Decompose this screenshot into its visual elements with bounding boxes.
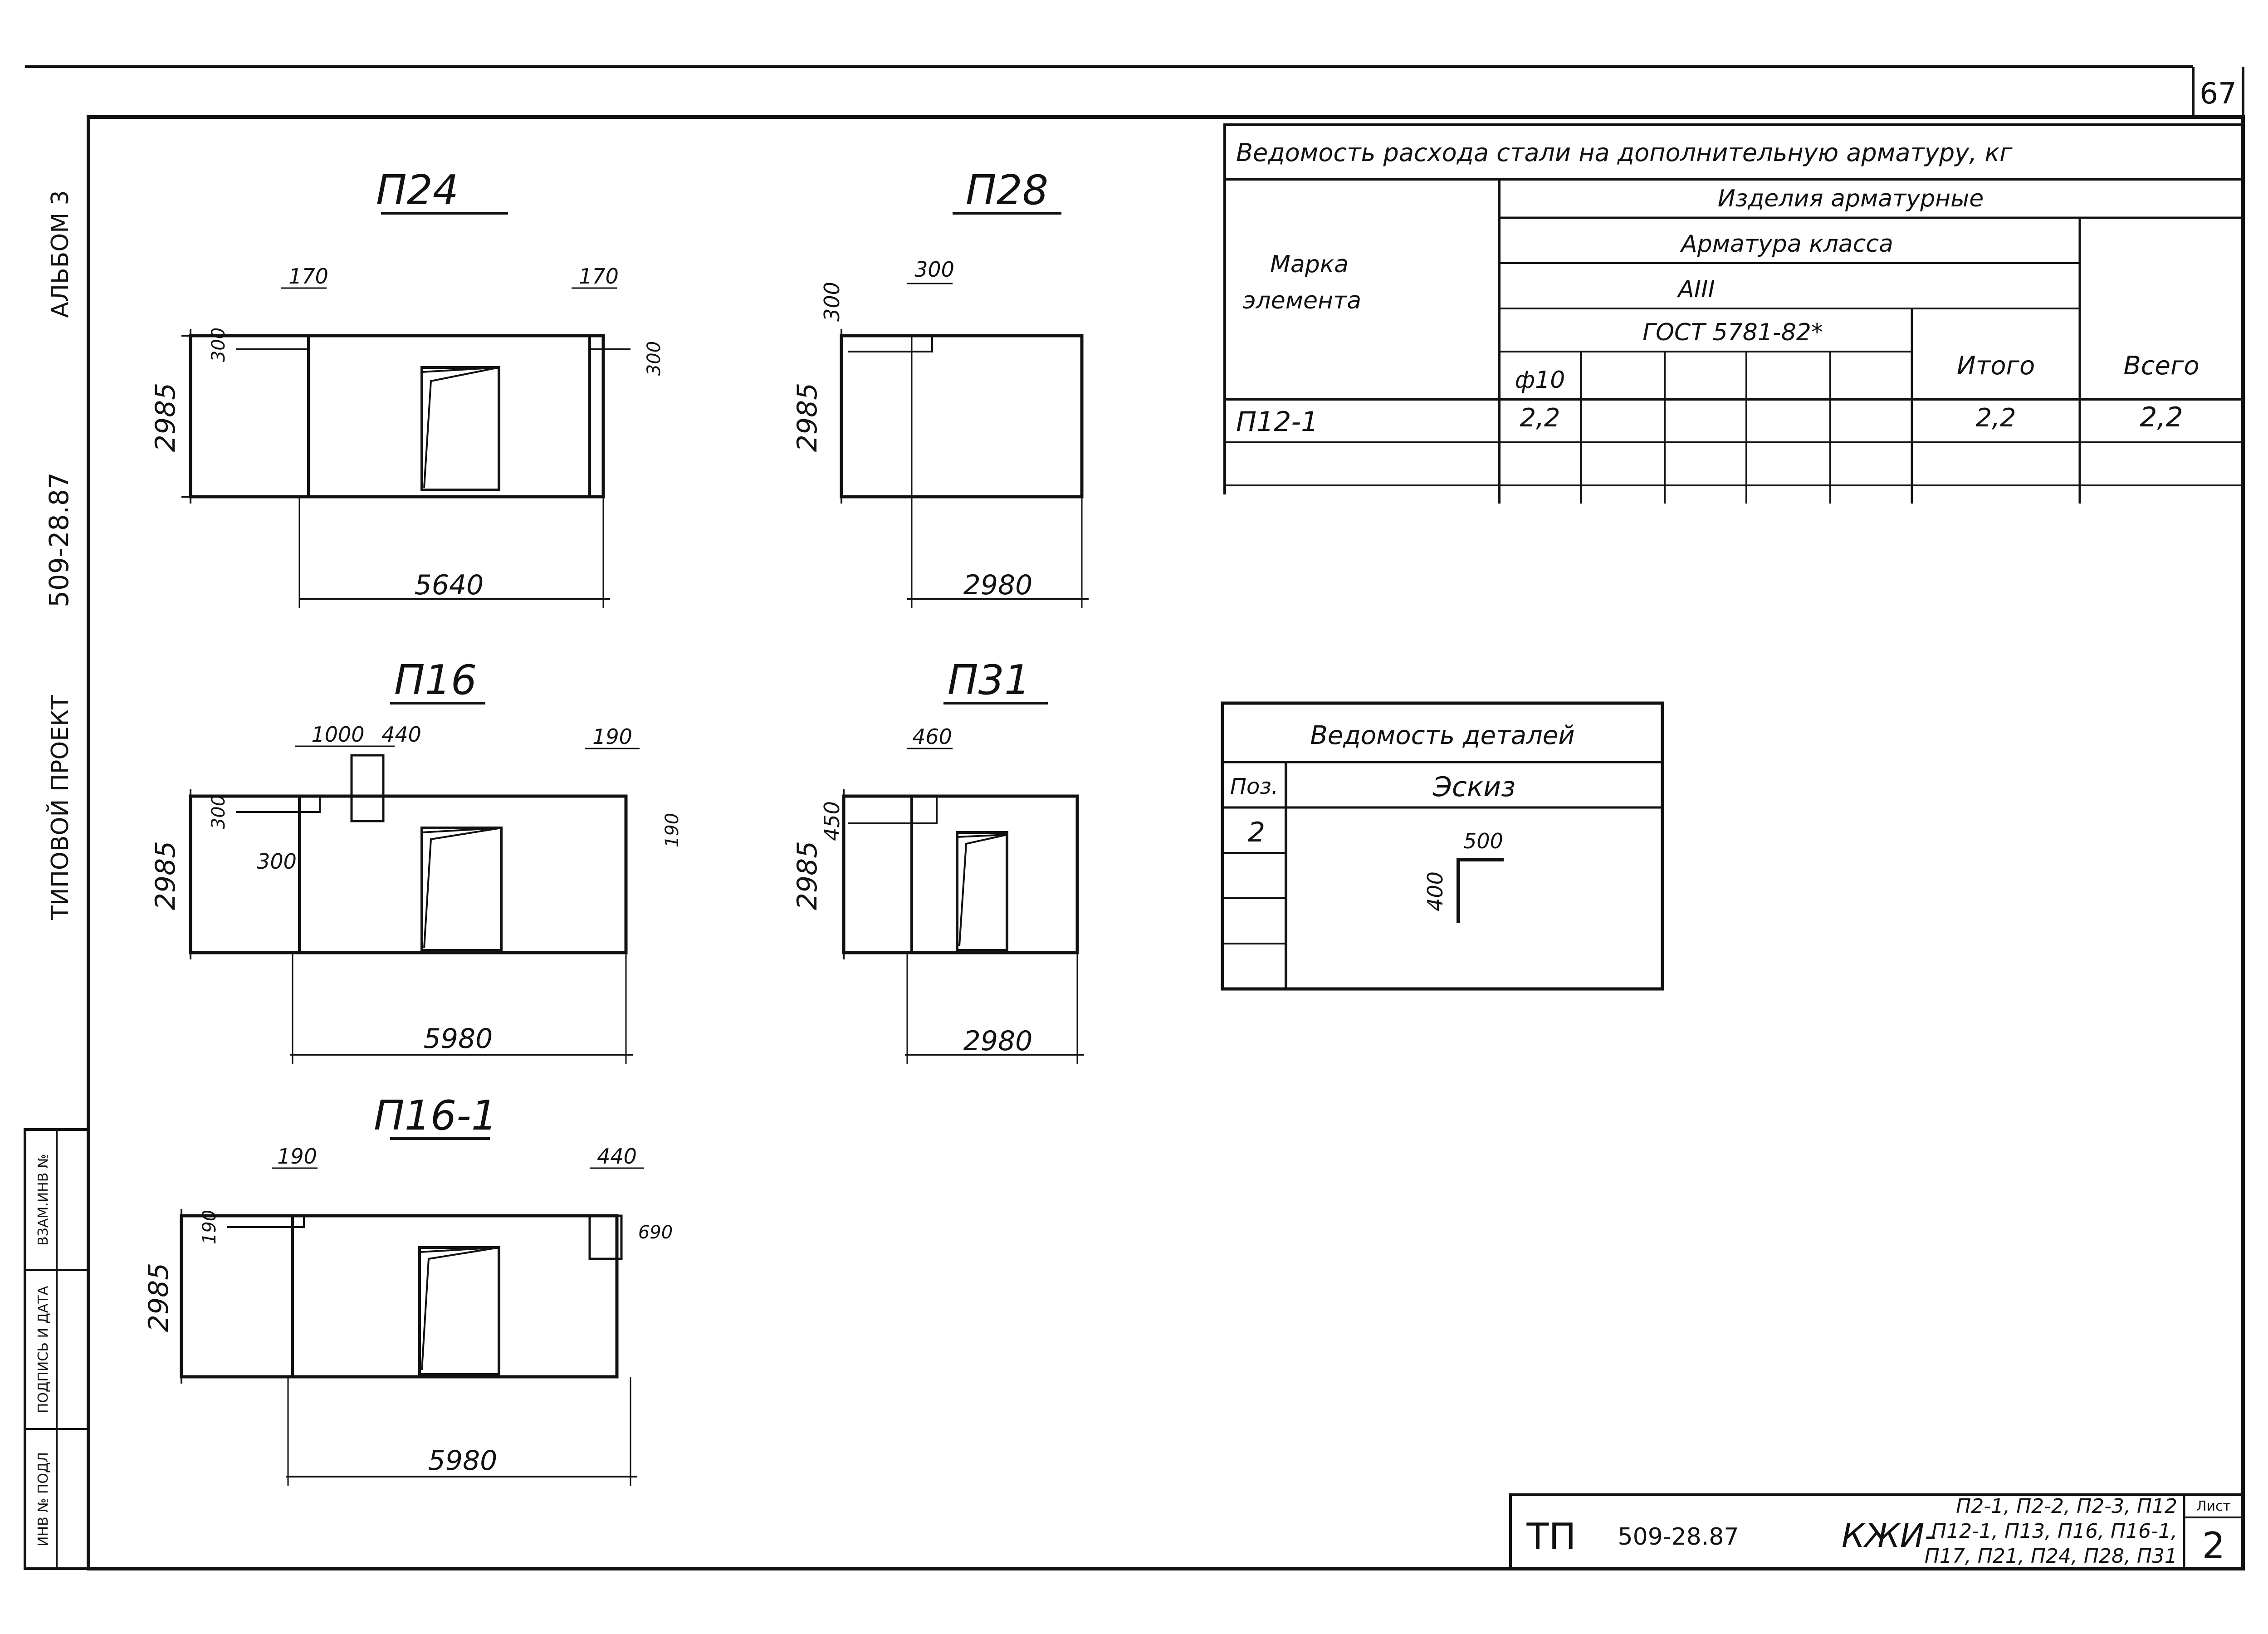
panel-height: 2985 [150, 383, 181, 452]
col-pos: Поз. [1230, 774, 1278, 799]
dim-a: 460 [912, 724, 952, 749]
dim-a: 1000 [311, 722, 364, 747]
sheet-number: 2 [2202, 1525, 2225, 1567]
dim-d: 300 [208, 795, 229, 829]
panel-p28: П28 2980 2985 300 300 [792, 166, 1089, 608]
dim-d: 690 [638, 1222, 673, 1243]
panel-width: 2980 [963, 1025, 1033, 1057]
steel-table-title: Ведомость расхода стали на дополнительну… [1236, 138, 2013, 167]
margin-album: АЛЬБОМ 3 [47, 190, 74, 318]
tp-label: ТП [1526, 1516, 1576, 1558]
dim-a: 300 [914, 257, 954, 282]
title-code: 509-28.87 [1618, 1523, 1739, 1551]
title-block: ТП 509-28.87 КЖИ- П2-1, П2-2, П2-3, П12 … [1509, 1493, 2244, 1570]
panel-width: 5980 [424, 1023, 493, 1055]
dim-b: 300 [820, 282, 844, 322]
group-header: Изделия арматурные [1718, 185, 1984, 212]
margin-project: ТИПОВОЙ ПРОЕКТ [46, 695, 74, 920]
col-sketch: Эскиз [1432, 771, 1515, 803]
details-table: Ведомость деталей Поз. Эскиз 2 500 400 [1221, 701, 1664, 991]
dim-c: 190 [592, 724, 632, 749]
col-vsego: Всего [2123, 351, 2199, 381]
dim-b: 170 [579, 264, 619, 289]
panel-title: П31 [948, 656, 1030, 704]
panel-title: П28 [966, 166, 1048, 214]
panel-p24: П24 2985 5640 170 170 300 300 [150, 166, 665, 608]
panel-height: 2985 [792, 383, 823, 452]
class-label: Арматура класса [1680, 230, 1893, 258]
details-title: Ведомость деталей [1310, 721, 1574, 750]
panel-p16-1: П16-1 2985 5980 190 440 190 690 [143, 1092, 673, 1486]
dim-b: 440 [597, 1144, 637, 1169]
page-number: 67 [2200, 77, 2236, 111]
panel-p31: П31 2985 2980 460 450 [792, 656, 1084, 1064]
title-line1: П2-1, П2-2, П2-3, П12 [1956, 1495, 2177, 1518]
stamp-sign-label: ПОДПИСЬ И ДАТА [35, 1286, 51, 1413]
title-mark: КЖИ- [1842, 1517, 1936, 1555]
dim-d: 300 [644, 341, 665, 376]
col-itogo: Итого [1957, 351, 2035, 381]
steel-table: Ведомость расхода стали на дополнительну… [1223, 123, 2244, 504]
dim-e: 300 [257, 849, 297, 874]
dim-c: 190 [199, 1210, 220, 1244]
row-mark: П12-1 [1236, 406, 1318, 438]
panel-height: 2985 [150, 841, 181, 910]
panel-width: 5980 [428, 1445, 498, 1477]
dim-b: 450 [820, 801, 844, 841]
panel-p16: П16 2985 5980 1000 440 190 300 300 190 [150, 656, 683, 1064]
panel-title: П24 [376, 166, 459, 214]
dim-c: 300 [208, 328, 229, 362]
detail-dim-h: 500 [1463, 829, 1503, 853]
row-vsego: 2,2 [2140, 401, 2183, 433]
sheet-label: Лист [2196, 1498, 2231, 1514]
dim-b: 440 [381, 722, 421, 747]
sheet-frame [25, 65, 2245, 1570]
stamp-vzam-label: ВЗАМ.ИНВ № [35, 1154, 51, 1246]
panel-title: П16-1 [374, 1092, 497, 1140]
title-line2: П12-1, П13, П16, П16-1, [1931, 1520, 2177, 1543]
panel-width: 5640 [415, 569, 484, 601]
panel-height: 2985 [792, 841, 823, 910]
row-d10: 2,2 [1520, 403, 1560, 433]
panel-height: 2985 [143, 1263, 175, 1332]
panel-title: П16 [394, 656, 477, 704]
row-itogo: 2,2 [1975, 403, 2016, 433]
class-value: АIII [1677, 276, 1715, 303]
col-mark-line1: Марка [1270, 251, 1349, 278]
title-line3: П17, П21, П24, П28, П31 [1925, 1545, 2177, 1568]
col-mark-line2: элемента [1243, 287, 1361, 314]
dim-a: 170 [288, 264, 328, 289]
margin-code: 509-28.87 [44, 472, 74, 607]
detail-pos: 2 [1248, 817, 1265, 848]
stamp-inv-label: ИНВ № ПОДЛ [35, 1452, 51, 1546]
dim-f: 190 [662, 813, 683, 847]
col-d10: ф10 [1515, 367, 1565, 394]
dim-a: 190 [277, 1144, 317, 1169]
left-stamp: ИНВ № ПОДЛ ПОДПИСЬ И ДАТА ВЗАМ.ИНВ № [24, 1128, 90, 1570]
gost: ГОСТ 5781-82* [1642, 319, 1823, 346]
panel-width: 2980 [963, 569, 1033, 601]
detail-dim-v: 400 [1423, 871, 1447, 911]
